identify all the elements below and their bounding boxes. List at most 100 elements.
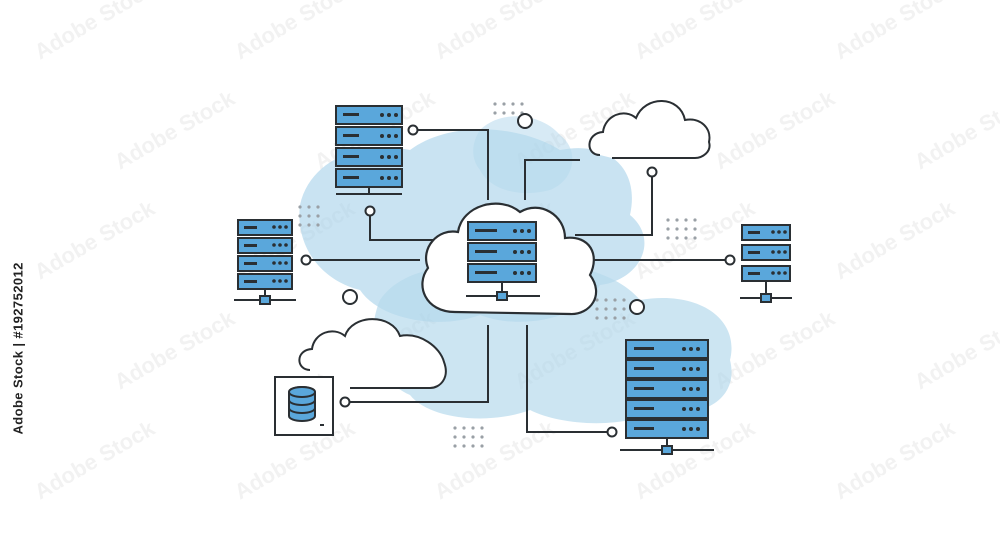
grid-dot: [493, 111, 497, 115]
grid-dot: [511, 102, 515, 106]
grid-dot: [453, 435, 457, 439]
grid-dot: [693, 227, 697, 231]
grid-dot: [684, 236, 688, 240]
decor-circle-2: [342, 289, 358, 305]
grid-dot: [307, 205, 311, 209]
node-database: [339, 396, 351, 408]
grid-dot: [480, 435, 484, 439]
grid-dot: [480, 444, 484, 448]
grid-dot: [471, 435, 475, 439]
watermark-tile: Adobe Stock: [430, 415, 560, 504]
node-left-server: [300, 254, 312, 266]
cloud-server-icon: [421, 202, 598, 316]
watermark-tile: Adobe Stock: [910, 85, 1000, 174]
server-rack-icon: [740, 224, 792, 303]
grid-dot: [622, 316, 626, 320]
central-server-leds: [475, 229, 531, 275]
grid-dot: [520, 102, 524, 106]
grid-dot: [298, 223, 302, 227]
watermark-tile: Adobe Stock: [110, 305, 240, 394]
connector-lines: [306, 129, 730, 433]
grid-dot: [453, 426, 457, 430]
grid-dot: [666, 236, 670, 240]
grid-dot: [595, 307, 599, 311]
dot-grids: [298, 102, 697, 448]
grid-dot: [693, 218, 697, 222]
node-top-server-2: [364, 205, 376, 217]
grid-dot: [604, 298, 608, 302]
watermark-stock-id: Adobe Stock | #192752012: [10, 262, 26, 435]
grid-dot: [613, 307, 617, 311]
server-rack-icon: [620, 339, 714, 455]
grid-dot: [604, 307, 608, 311]
grid-dot: [471, 444, 475, 448]
grid-dot: [693, 236, 697, 240]
grid-dot: [622, 298, 626, 302]
grid-dot: [595, 316, 599, 320]
grid-dot: [480, 426, 484, 430]
grid-dot: [675, 227, 679, 231]
grid-dot: [613, 298, 617, 302]
grid-dot: [307, 214, 311, 218]
grid-dot: [666, 227, 670, 231]
watermark-tile: Adobe Stock: [430, 0, 560, 64]
node-cloud-right: [646, 166, 658, 178]
grid-dot: [462, 426, 466, 430]
watermark-tile: Adobe Stock: [630, 0, 760, 64]
link-cloud-top-right: [524, 159, 580, 200]
grid-dot: [316, 223, 320, 227]
grid-dot: [604, 316, 608, 320]
grid-dot: [502, 111, 506, 115]
grid-dot: [502, 102, 506, 106]
grid-dot: [511, 111, 515, 115]
grid-dot: [666, 218, 670, 222]
grid-dot: [462, 435, 466, 439]
watermark-tile: Adobe Stock: [30, 0, 160, 64]
watermark-tile: Adobe Stock: [630, 195, 760, 284]
watermark-tile: Adobe Stock: [830, 195, 960, 284]
grid-dot: [595, 298, 599, 302]
grid-dot: [462, 444, 466, 448]
grid-dot: [613, 316, 617, 320]
link-database: [345, 325, 489, 403]
node-right-server: [724, 254, 736, 266]
watermark-tile: Adobe Stock: [830, 415, 960, 504]
connector-nodes: [300, 113, 736, 438]
link-cloud-right: [575, 172, 653, 236]
grid-dot: [316, 214, 320, 218]
grid-dot: [471, 426, 475, 430]
watermark-tile: Adobe Stock: [30, 195, 160, 284]
link-top-server-2: [369, 212, 436, 241]
watermark-tile: Adobe Stock: [230, 0, 360, 64]
database-icon: [274, 376, 334, 436]
watermark-tile: Adobe Stock: [830, 0, 960, 64]
grid-dot: [684, 227, 688, 231]
grid-dot: [622, 307, 626, 311]
grid-dot: [675, 236, 679, 240]
link-top-server: [413, 129, 489, 200]
watermark-tile: Adobe Stock: [30, 415, 160, 504]
grid-dot: [298, 214, 302, 218]
link-bottom-server: [526, 325, 612, 433]
cloud-icon: [298, 318, 447, 389]
grid-dot: [493, 102, 497, 106]
grid-dot: [684, 218, 688, 222]
grid-dot: [298, 205, 302, 209]
blob-top: [473, 116, 573, 194]
decor-circle-3: [629, 299, 645, 315]
central-server-stack: [466, 221, 540, 301]
node-bottom-server: [606, 426, 618, 438]
server-rack-icon: [335, 105, 403, 195]
node-top-server: [407, 124, 419, 136]
cloud-icon: [588, 100, 711, 159]
grid-dot: [675, 218, 679, 222]
watermark-tile: Adobe Stock: [710, 85, 840, 174]
decor-circle-1: [517, 113, 533, 129]
watermark-tile: Adobe Stock: [110, 85, 240, 174]
grid-dot: [453, 444, 457, 448]
watermark-tile: Adobe Stock: [910, 305, 1000, 394]
grid-dot: [316, 205, 320, 209]
grid-dot: [307, 223, 311, 227]
